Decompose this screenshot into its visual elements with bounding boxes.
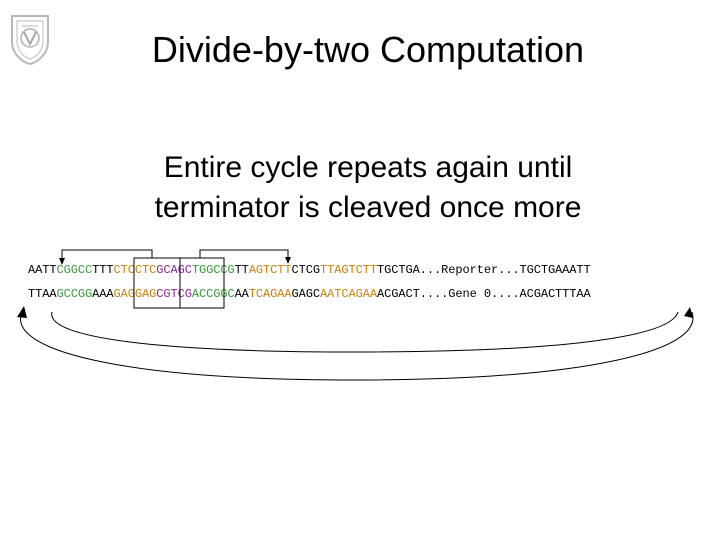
top-strand-segment: CTCCTC: [113, 263, 157, 277]
top-strand-segment: AATT: [28, 263, 57, 277]
cycle-arrow-2: [199, 249, 289, 262]
arrow-head-2: [285, 257, 291, 264]
dna-top-strand: AATTCGGCCTTTCTCCTCGCAGCTGGCCGTTAGTCTTCTC…: [28, 263, 591, 277]
cycle-loop-inner: [51, 311, 679, 353]
bottom-strand-segment: AA: [234, 287, 249, 301]
top-strand-segment: TTAGTCTT: [320, 263, 378, 277]
dna-bottom-strand: TTAAGCCGGAAAGAGGAGCGTCGACCGGCAATCAGAAGAG…: [28, 287, 591, 301]
top-strand-segment: CTCG: [291, 263, 321, 277]
site-box-1: [133, 257, 181, 309]
subtitle-line-1: Entire cycle repeats again until: [163, 151, 573, 184]
bottom-strand-segment: AAA: [92, 287, 114, 301]
bottom-strand-segment: TTAA: [28, 287, 57, 301]
site-box-2: [179, 257, 225, 309]
slide-subtitle: Entire cycle repeats again until termina…: [0, 148, 720, 228]
bottom-strand-segment: GAGC: [291, 287, 321, 301]
bottom-strand-segment: AATCAGAA: [320, 287, 378, 301]
bottom-strand-segment: CGTCG: [156, 287, 192, 301]
top-strand-segment: CGGCC: [56, 263, 93, 277]
cycle-loop-outer: [20, 311, 694, 381]
top-strand-segment: TGCTGA...Reporter...TGCTGAAATT: [377, 263, 591, 277]
top-strand-segment: GCAGC: [156, 263, 192, 277]
bottom-strand-segment: ACGACT....Gene 0....ACGACTTTAA: [377, 287, 591, 301]
technion-logo-icon: [11, 15, 49, 66]
loop-arrow-head-left: [17, 306, 27, 318]
bottom-strand-segment: GAGGAG: [113, 287, 157, 301]
bottom-strand-segment: TCAGAA: [248, 287, 292, 301]
subtitle-line-2: terminator is cleaved once more: [154, 191, 582, 224]
bottom-strand-segment: GCCGG: [56, 287, 93, 301]
top-strand-segment: TT: [234, 263, 249, 277]
top-strand-segment: AGTCTT: [248, 263, 292, 277]
arrow-head-1: [59, 258, 65, 265]
slide-title: Divide-by-two Computation: [151, 29, 585, 70]
loop-arrow-head-right: [684, 307, 693, 318]
cycle-arrow-1: [61, 249, 153, 264]
top-strand-segment: TTT: [92, 263, 114, 277]
